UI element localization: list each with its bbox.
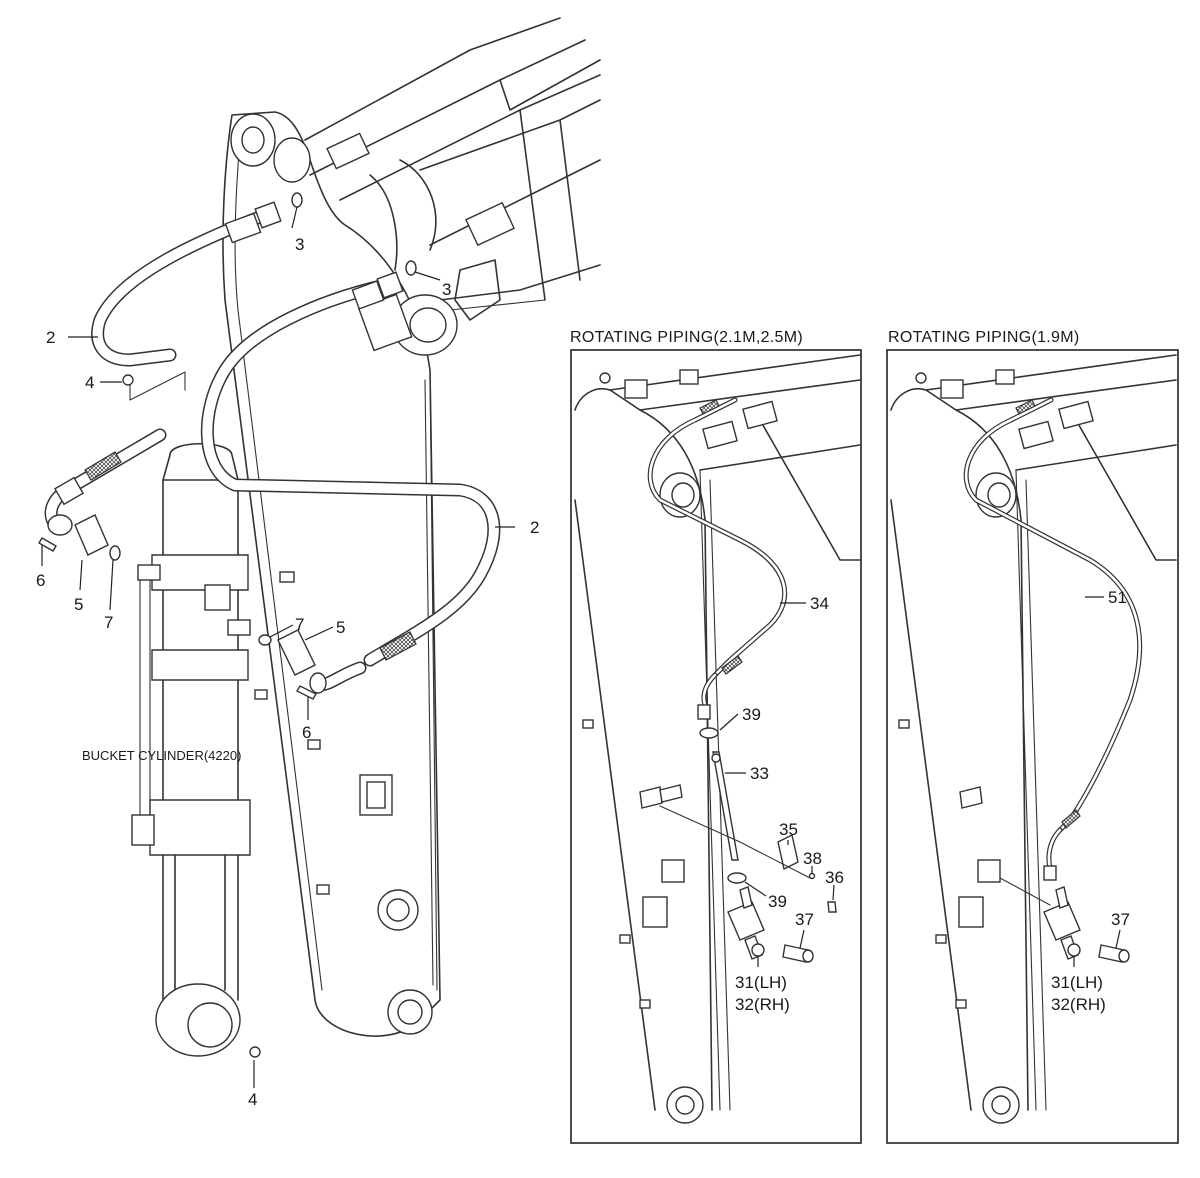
callout-31-right: 31(LH) <box>1051 973 1103 992</box>
callout-33: 33 <box>750 764 769 783</box>
callout-6-left: 6 <box>36 571 45 590</box>
main-assembly: 2 2 3 3 4 4 5 5 6 6 7 7 BUCKET CYLINDER(… <box>36 17 601 1109</box>
hose-2-right <box>200 271 501 694</box>
callout-2-right: 2 <box>530 518 539 537</box>
inset-rotating-piping-1-9m: ROTATING PIPING(1.9M) <box>886 329 1179 1144</box>
callout-39-upper: 39 <box>742 705 761 724</box>
callout-34: 34 <box>810 594 829 613</box>
callout-32-left: 32(RH) <box>735 995 790 1014</box>
callout-32-right: 32(RH) <box>1051 995 1106 1014</box>
bucket-cylinder-label: BUCKET CYLINDER(4220) <box>82 748 241 763</box>
inset-right-frame <box>886 349 1179 1144</box>
callout-39-lower: 39 <box>768 892 787 911</box>
callout-51: 51 <box>1108 588 1127 607</box>
callout-2-left: 2 <box>46 328 55 347</box>
callout-5-right: 5 <box>336 618 345 637</box>
callout-37-left: 37 <box>795 910 814 929</box>
callout-38: 38 <box>803 849 822 868</box>
inset-left-title: ROTATING PIPING(2.1M,2.5M) <box>570 329 803 346</box>
inset-left-frame <box>570 349 862 1144</box>
callout-5-left: 5 <box>74 595 83 614</box>
leaders-main <box>41 206 515 1088</box>
callout-3-lower: 3 <box>442 280 451 299</box>
callout-37-right: 37 <box>1111 910 1130 929</box>
hose-2-left <box>44 201 282 556</box>
callout-35: 35 <box>779 820 798 839</box>
callout-4-lower: 4 <box>248 1090 257 1109</box>
callouts-main: 2 2 3 3 4 4 5 5 6 6 7 7 BUCKET CYLINDER(… <box>36 235 539 1109</box>
boom <box>304 17 601 331</box>
hardware <box>38 192 417 1058</box>
callout-6-right: 6 <box>302 723 311 742</box>
callout-7-right: 7 <box>295 615 304 634</box>
callout-36: 36 <box>825 868 844 887</box>
bucket-cylinder <box>131 442 251 1057</box>
inset-right-title: ROTATING PIPING(1.9M) <box>888 329 1080 346</box>
callout-3-upper: 3 <box>295 235 304 254</box>
callout-31-left: 31(LH) <box>735 973 787 992</box>
callout-4-upper: 4 <box>85 373 94 392</box>
inset-rotating-piping-2-1m-2-5m: ROTATING PIPING(2.1M,2.5M) <box>570 329 862 1144</box>
callout-7-left: 7 <box>104 613 113 632</box>
arm <box>222 111 458 1037</box>
